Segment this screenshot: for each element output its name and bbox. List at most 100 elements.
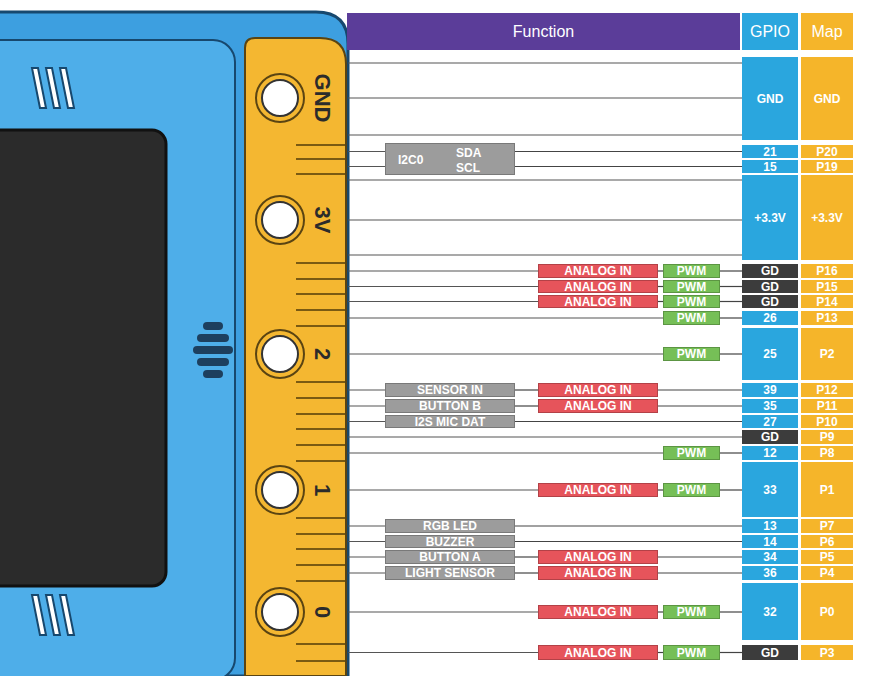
pin-wire: [515, 405, 538, 406]
node-text: ANALOG IN: [564, 281, 631, 293]
node-text: 14: [763, 536, 776, 548]
node-text: +3.3V: [754, 212, 786, 224]
node-text: BUZZER: [426, 536, 475, 548]
node-text: P3: [820, 647, 835, 659]
gpio-cell: GD: [742, 264, 798, 278]
pwm-tag: PWM: [663, 347, 720, 361]
pwm-tag: PWM: [663, 446, 720, 460]
analog-tag: ANALOG IN: [538, 264, 658, 278]
analog-tag: ANALOG IN: [538, 295, 658, 308]
map-cell: P5: [801, 550, 853, 564]
node-text: Map: [811, 24, 842, 40]
pwm-tag: PWM: [663, 483, 720, 497]
pin-wire: [720, 452, 742, 453]
gpio-cell: 27: [742, 415, 798, 428]
map-cell: P11: [801, 399, 853, 413]
map-cell: P7: [801, 519, 853, 533]
pin-wire: [720, 652, 742, 653]
node-text: LIGHT SENSOR: [405, 567, 495, 579]
node-text: RGB LED: [423, 520, 477, 532]
node-text: 27: [763, 416, 776, 428]
map-cell: P13: [801, 311, 853, 325]
analog-tag: ANALOG IN: [538, 605, 658, 619]
node-text: GD: [761, 296, 779, 308]
node-text: P10: [816, 416, 837, 428]
node-text: ANALOG IN: [564, 265, 631, 277]
pin-wire: [720, 317, 742, 318]
node-text: P7: [820, 520, 835, 532]
pin-wire: [720, 353, 742, 354]
gpio-cell: 39: [742, 383, 798, 397]
gpio-cell: GD: [742, 295, 798, 308]
function-tag: BUTTON B: [385, 399, 515, 413]
node-text: GPIO: [750, 24, 790, 40]
node-text: P5: [820, 551, 835, 563]
gpio-cell: GD: [742, 645, 798, 660]
node-text: P2: [820, 348, 835, 360]
pin-wire: [515, 556, 538, 557]
node-text: PWM: [677, 606, 706, 618]
pin-label: 1: [311, 484, 333, 496]
pin-label: 2: [311, 348, 333, 360]
node-text: 13: [763, 520, 776, 532]
gpio-cell: 13: [742, 519, 798, 533]
node-text: +3.3V: [811, 212, 843, 224]
pin-wire: [658, 556, 742, 557]
gpio-cell: 14: [742, 535, 798, 548]
analog-tag: ANALOG IN: [538, 550, 658, 564]
node-text: P13: [816, 312, 837, 324]
map-cell: P15: [801, 280, 853, 293]
node-text: P6: [820, 536, 835, 548]
node-text: P1: [820, 484, 835, 496]
node-text: GD: [761, 647, 779, 659]
node-text: P16: [816, 265, 837, 277]
pin-label: GND: [311, 74, 333, 123]
node-text: P9: [820, 431, 835, 443]
pin-label: 3V: [311, 207, 333, 234]
gpio-cell: 36: [742, 566, 798, 580]
node-text: ANALOG IN: [564, 296, 631, 308]
pwm-tag: PWM: [663, 311, 720, 325]
node-text: ANALOG IN: [564, 384, 631, 396]
node-text: 26: [763, 312, 776, 324]
map-cell: P19: [801, 160, 853, 173]
gpio-cell: 26: [742, 311, 798, 325]
pin-wire: [515, 525, 742, 526]
pin-wire: [720, 286, 742, 287]
node-text: ANALOG IN: [564, 567, 631, 579]
map-cell: P4: [801, 566, 853, 580]
node-text: ANALOG IN: [564, 484, 631, 496]
node-text: GD: [761, 281, 779, 293]
node-text: GND: [814, 93, 841, 105]
node-text: PWM: [677, 484, 706, 496]
node-text: 21: [763, 146, 776, 158]
pin-wires: [348, 63, 742, 653]
header-band: Function: [347, 13, 740, 50]
node-text: ANALOG IN: [564, 400, 631, 412]
analog-tag: ANALOG IN: [538, 383, 658, 397]
map-cell: P10: [801, 415, 853, 428]
map-cell: P3: [801, 645, 853, 660]
node-text: P14: [816, 296, 837, 308]
node-text: I2S MIC DAT: [415, 416, 485, 428]
gpio-cell: 33: [742, 462, 798, 517]
node-text: P12: [816, 384, 837, 396]
node-text: PWM: [677, 647, 706, 659]
gpio-cell: +3.3V: [742, 175, 798, 260]
node-text: I2C0: [398, 154, 423, 166]
gpio-cell: 12: [742, 446, 798, 460]
gpio-cell: 34: [742, 550, 798, 564]
node-text: 36: [763, 567, 776, 579]
function-tag: LIGHT SENSOR: [385, 566, 515, 580]
gpio-cell: 21: [742, 145, 798, 158]
pwm-tag: PWM: [663, 295, 720, 308]
node-text: PWM: [677, 348, 706, 360]
analog-tag: ANALOG IN: [538, 280, 658, 293]
node-text: PWM: [677, 281, 706, 293]
node-text: PWM: [677, 265, 706, 277]
map-cell: P1: [801, 462, 853, 517]
node-text: 39: [763, 384, 776, 396]
node-text: P20: [816, 146, 837, 158]
gpio-cell: 25: [742, 328, 798, 380]
